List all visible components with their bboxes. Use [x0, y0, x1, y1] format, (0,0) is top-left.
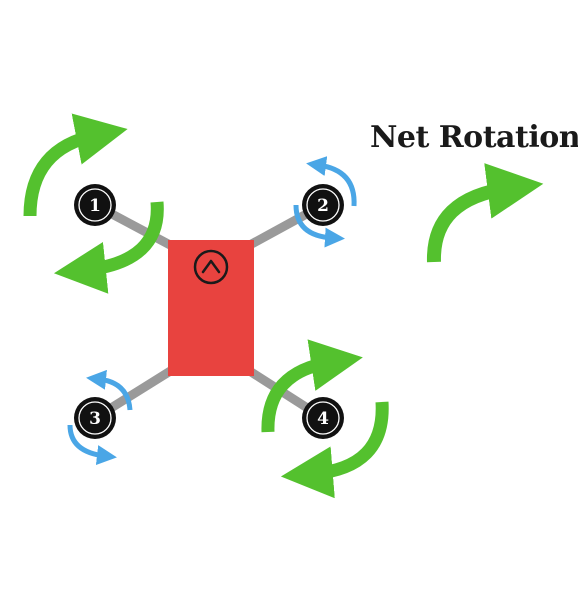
- motor-2: 2: [302, 184, 344, 226]
- motor-4: 4: [302, 397, 344, 439]
- motor-4-label: 4: [317, 409, 329, 429]
- motor-1-rotation-arrows: [23, 113, 164, 294]
- motor-3: 3: [74, 397, 116, 439]
- motor-3-arrow-lower: [67, 424, 117, 466]
- motor-1-arrow-upper: [23, 113, 128, 217]
- motor-4-arrow-upper: [261, 339, 363, 433]
- motor-4-arrow-lower: [280, 401, 389, 499]
- motor-2-arrow-lower: [293, 204, 345, 248]
- motor-1-label: 1: [89, 196, 101, 216]
- motor-1: 1: [74, 184, 116, 226]
- motor-3-rotation-arrows: [67, 369, 133, 466]
- motor-3-arrow-upper: [86, 369, 133, 411]
- motor-2-arrow-upper: [306, 156, 357, 207]
- chevron-up-icon: [193, 249, 229, 285]
- net-rotation-arrow: [426, 163, 544, 263]
- motor-4-rotation-arrows: [261, 339, 389, 499]
- motor-1-arrow-lower: [53, 201, 164, 294]
- motor-2-rotation-arrows: [293, 156, 357, 248]
- motor-2-label: 2: [317, 196, 329, 216]
- net-rotation-title: Net Rotation: [370, 120, 578, 155]
- motor-3-label: 3: [89, 409, 101, 429]
